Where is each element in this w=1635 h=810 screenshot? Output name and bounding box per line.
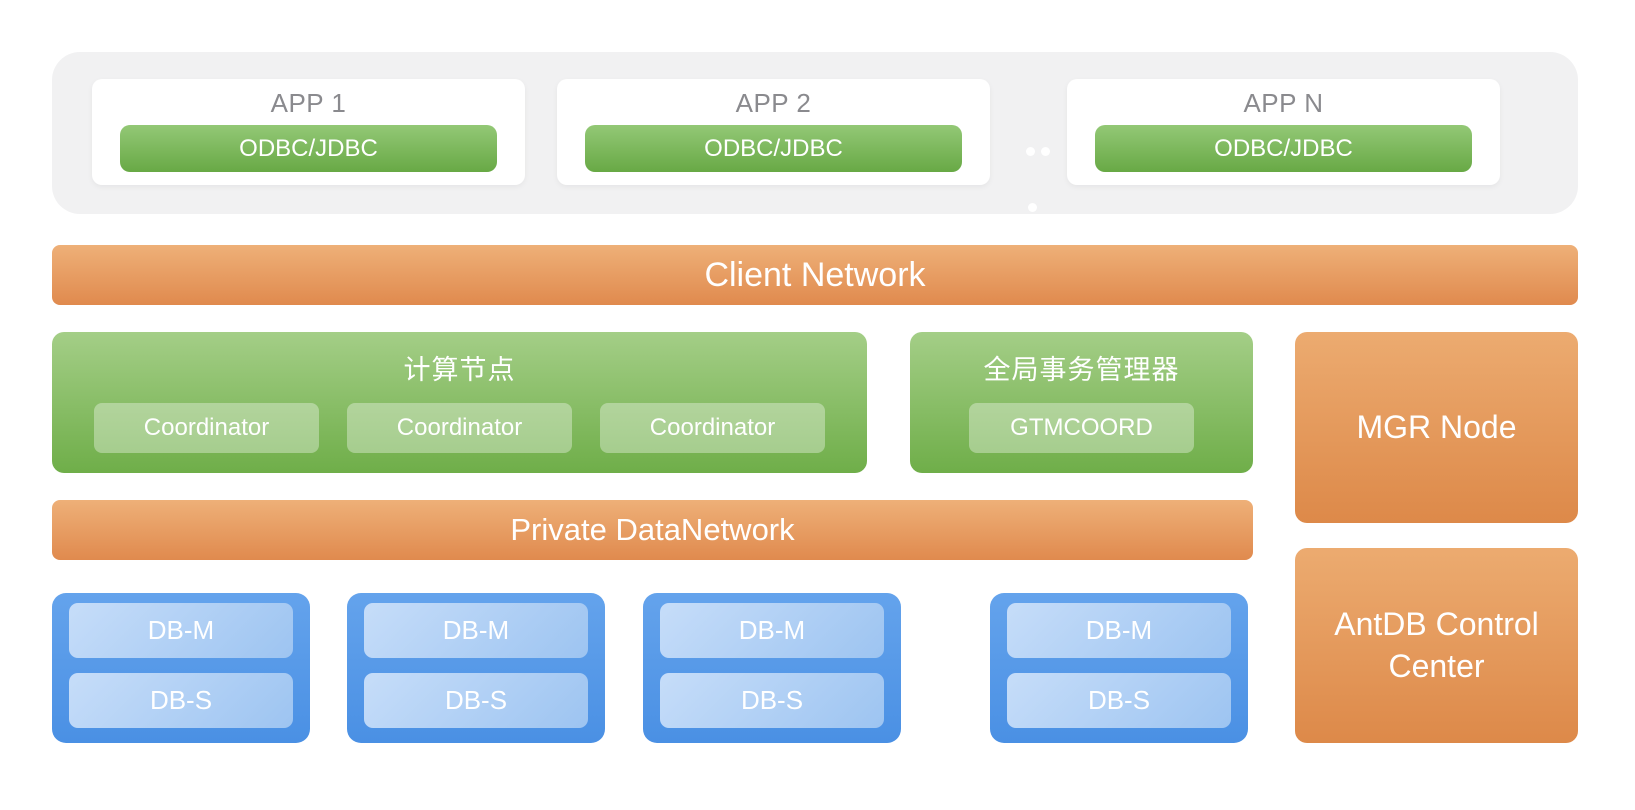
mgr-node-label: MGR Node <box>1356 408 1517 445</box>
app-title: APP N <box>1243 88 1324 118</box>
app-card-2: APP 2 ODBC/JDBC <box>557 79 990 185</box>
db-group-2: DB-M DB-S <box>347 593 605 743</box>
app-card-n: APP N ODBC/JDBC <box>1067 79 1500 185</box>
app-title: APP 1 <box>270 88 347 118</box>
antdb-control-center-label: AntDB Control Center <box>1334 605 1539 684</box>
gtmcoord-row: GTMCOORD <box>910 403 1253 453</box>
apps-panel: APP 1 ODBC/JDBC APP 2 ODBC/JDBC APP N OD… <box>52 52 1578 214</box>
odbc-jdbc-badge: ODBC/JDBC <box>585 125 962 172</box>
db-master-badge: DB-M <box>1007 603 1231 658</box>
dot-icon <box>1041 147 1050 156</box>
db-slave-badge: DB-S <box>364 673 588 728</box>
ellipsis-dots-icon <box>1026 52 1066 214</box>
coordinator-badge: Coordinator <box>347 403 572 453</box>
db-group-4: DB-M DB-S <box>990 593 1248 743</box>
app-card-1: APP 1 ODBC/JDBC <box>92 79 525 185</box>
dot-icon <box>1028 203 1037 212</box>
db-master-badge: DB-M <box>660 603 884 658</box>
odbc-jdbc-badge: ODBC/JDBC <box>1095 125 1472 172</box>
coordinator-row: Coordinator Coordinator Coordinator <box>52 403 867 453</box>
private-datanetwork-label: Private DataNetwork <box>510 512 795 547</box>
db-slave-badge: DB-S <box>1007 673 1231 728</box>
gtm-box: 全局事务管理器 GTMCOORD <box>910 332 1253 473</box>
client-network-bar: Client Network <box>52 245 1578 305</box>
gtmcoord-badge: GTMCOORD <box>969 403 1194 453</box>
db-slave-badge: DB-S <box>69 673 293 728</box>
coordinator-badge: Coordinator <box>600 403 825 453</box>
compute-node-box: 计算节点 Coordinator Coordinator Coordinator <box>52 332 867 473</box>
db-master-badge: DB-M <box>364 603 588 658</box>
gtm-title: 全局事务管理器 <box>983 355 1180 385</box>
odbc-jdbc-badge: ODBC/JDBC <box>120 125 497 172</box>
db-group-3: DB-M DB-S <box>643 593 901 743</box>
compute-node-title: 计算节点 <box>403 355 516 385</box>
db-master-badge: DB-M <box>69 603 293 658</box>
db-slave-badge: DB-S <box>660 673 884 728</box>
db-group-1: DB-M DB-S <box>52 593 310 743</box>
antdb-control-center-box: AntDB Control Center <box>1295 548 1578 743</box>
coordinator-badge: Coordinator <box>94 403 319 453</box>
mgr-node-box: MGR Node <box>1295 332 1578 523</box>
dot-icon <box>1026 147 1035 156</box>
app-title: APP 2 <box>735 88 812 118</box>
client-network-label: Client Network <box>704 255 926 294</box>
private-datanetwork-bar: Private DataNetwork <box>52 500 1253 560</box>
